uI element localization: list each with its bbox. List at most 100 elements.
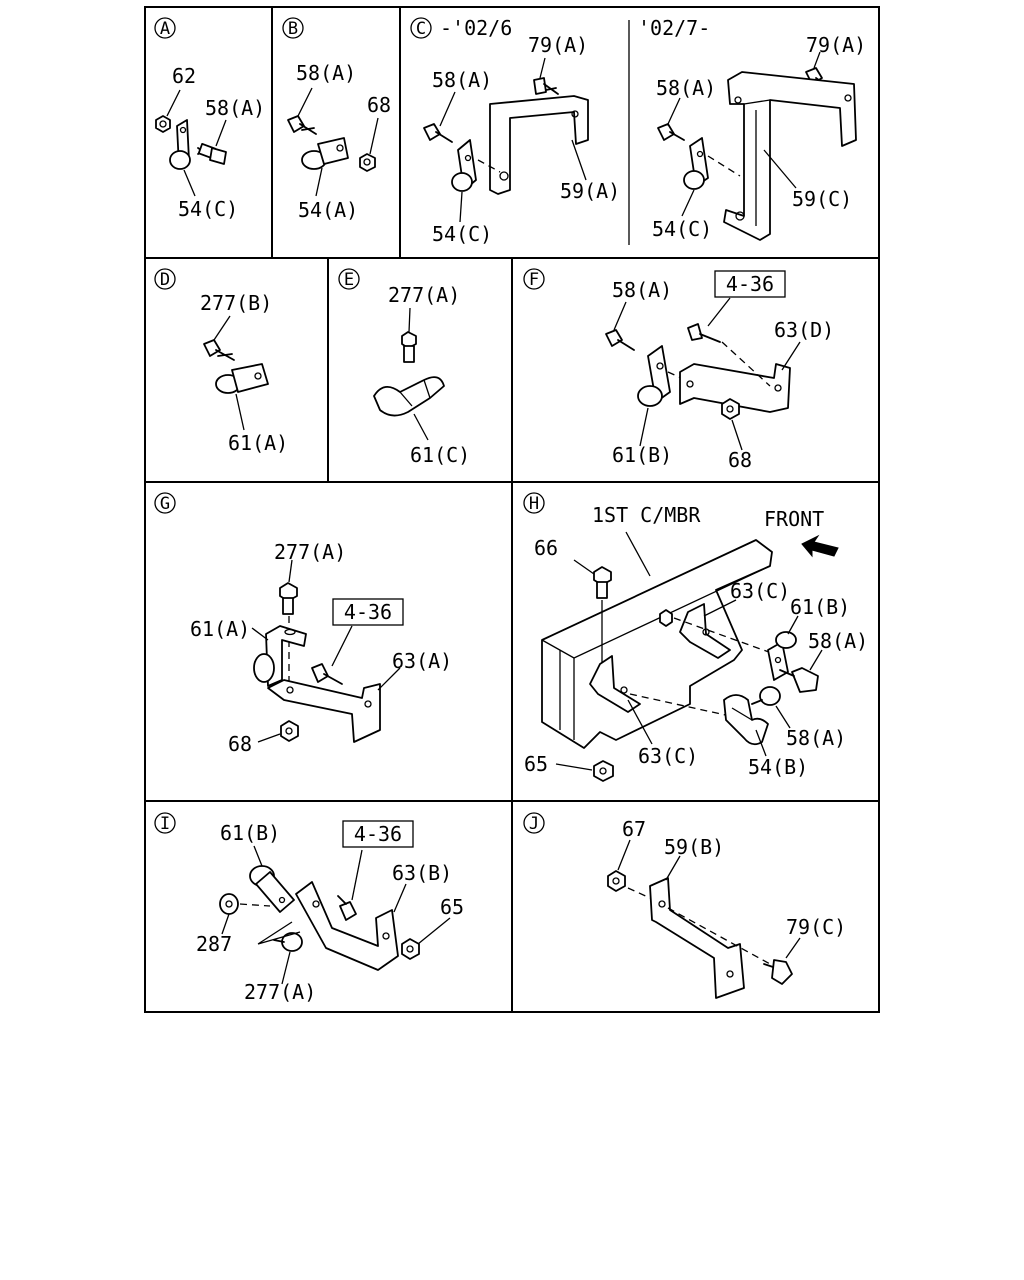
- cross-member-icon: [541, 539, 773, 749]
- clip-icon: [253, 625, 307, 687]
- panel-letter-e: E: [344, 270, 354, 290]
- ref-box-4-36: 4-36: [344, 600, 392, 624]
- panel-b: B 58(A) 68 54(A): [282, 17, 391, 222]
- ref-box-4-36: 4-36: [726, 272, 774, 296]
- callout-label: 61(B): [612, 443, 672, 467]
- callout-label: 66: [534, 536, 558, 560]
- clip-icon: [451, 139, 477, 192]
- callout-label: 54(C): [652, 217, 712, 241]
- callout-label: 63(C): [638, 744, 698, 768]
- bolt-icon: [751, 686, 781, 706]
- date-range-from: -'02/6: [440, 16, 512, 40]
- clip-icon: [373, 376, 445, 417]
- panel-letter-i: I: [160, 814, 170, 834]
- bolt-icon: [763, 959, 793, 985]
- panel-letter-h: H: [529, 494, 539, 514]
- clip-icon: [723, 694, 769, 746]
- callout-label: 68: [367, 93, 391, 117]
- bolt-icon: [197, 143, 227, 165]
- callout-label: 54(A): [298, 198, 358, 222]
- bolt-icon: [311, 663, 343, 685]
- clip-icon: [301, 137, 349, 170]
- bracket-icon: [649, 877, 745, 999]
- panel-letter-a: A: [160, 19, 170, 39]
- callout-label: 59(C): [792, 187, 852, 211]
- panel-grid: [144, 6, 880, 1013]
- panel-letter-b: B: [288, 19, 298, 39]
- callout-label: 63(D): [774, 318, 834, 342]
- callout-label: 54(B): [748, 755, 808, 779]
- panel-letter-c: C: [416, 19, 426, 39]
- bolt-icon: [273, 932, 303, 952]
- nut-icon: [659, 609, 673, 627]
- callout-label: 63(B): [392, 861, 452, 885]
- callout-label: 61(B): [220, 821, 280, 845]
- callout-label: 58(A): [205, 96, 265, 120]
- callout-label: 59(B): [664, 835, 724, 859]
- panel-h: H 1ST C/MBR FRONT: [523, 492, 868, 782]
- callout-label: 59(A): [560, 179, 620, 203]
- bolt-icon: [287, 115, 317, 135]
- callout-label: 68: [228, 732, 252, 756]
- bolt-icon: [593, 566, 612, 599]
- nut-icon: [721, 398, 740, 420]
- bolt-icon: [401, 331, 417, 363]
- bracket-icon: [679, 363, 791, 413]
- bolt-icon: [203, 339, 235, 361]
- bracket-icon: [267, 679, 381, 743]
- clip-icon: [249, 865, 295, 913]
- panel-i: I 4-36: [154, 812, 464, 1004]
- callout-label: 65: [524, 752, 548, 776]
- bracket-icon: [489, 95, 589, 195]
- nut-icon: [593, 760, 614, 782]
- panel-a: A 62 58(A) 54(C): [154, 17, 265, 221]
- callout-label: 61(A): [190, 617, 250, 641]
- callout-label: 277(B): [200, 291, 272, 315]
- bolt-icon: [533, 77, 559, 95]
- nut-icon: [359, 153, 376, 172]
- bracket-icon: [589, 655, 641, 713]
- nut-icon: [401, 938, 420, 960]
- front-label: FRONT: [764, 507, 824, 531]
- callout-label: 277(A): [388, 283, 460, 307]
- callout-label: 54(C): [178, 197, 238, 221]
- callout-label: 63(A): [392, 649, 452, 673]
- panel-letter-f: F: [529, 270, 539, 290]
- front-arrow-icon: [801, 534, 839, 558]
- callout-label: 58(A): [656, 76, 716, 100]
- callout-label: 79(C): [786, 915, 846, 939]
- ref-box-4-36: 4-36: [354, 822, 402, 846]
- callout-label: 58(A): [296, 61, 356, 85]
- clip-icon: [683, 137, 709, 190]
- callout-label: 63(C): [730, 579, 790, 603]
- callout-label: 287: [196, 932, 232, 956]
- callout-label: 79(A): [528, 33, 588, 57]
- panel-e: E 277(A) 61(C): [338, 268, 470, 467]
- callout-label: 277(A): [244, 980, 316, 1004]
- clip-icon: [637, 345, 671, 407]
- clip-icon: [169, 119, 191, 170]
- callout-label: 58(A): [612, 278, 672, 302]
- bolt-icon: [337, 895, 357, 921]
- callout-label: 67: [622, 817, 646, 841]
- panel-f: F 4-36 58(A) 6: [523, 268, 834, 472]
- callout-label: 61(B): [790, 595, 850, 619]
- callout-label: 54(C): [432, 222, 492, 246]
- panel-letter-g: G: [160, 494, 170, 514]
- bracket-icon: [295, 881, 399, 971]
- callout-label: 65: [440, 895, 464, 919]
- panel-letter-j: J: [529, 814, 539, 834]
- callout-label: 58(A): [808, 629, 868, 653]
- callout-label: 62: [172, 64, 196, 88]
- bracket-icon: [679, 603, 731, 659]
- callout-label: 68: [728, 448, 752, 472]
- date-range-to: '02/7-: [638, 16, 710, 40]
- nut-icon: [607, 870, 626, 892]
- panel-letter-d: D: [160, 270, 170, 290]
- nut-icon: [155, 115, 171, 133]
- bolt-icon: [779, 667, 819, 693]
- clip-icon: [767, 631, 797, 681]
- panel-d: D 277(B) 61(A): [154, 268, 288, 455]
- callout-label: 58(A): [786, 726, 846, 750]
- bolt-icon: [687, 323, 721, 343]
